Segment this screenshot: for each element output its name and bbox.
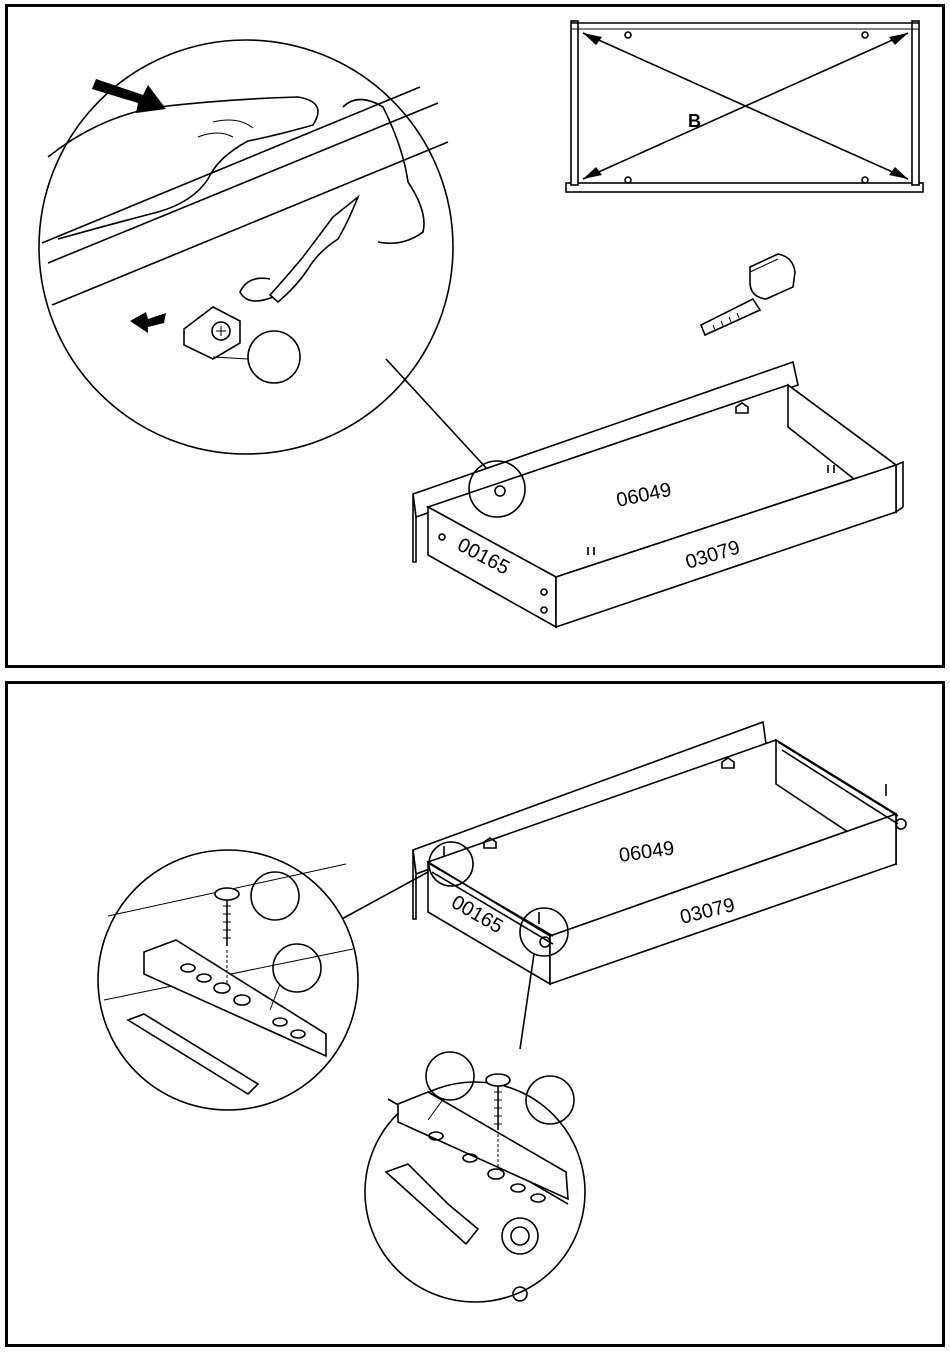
zoom-detail-left-screw bbox=[98, 850, 358, 1110]
screw-icon bbox=[215, 888, 239, 900]
diagonal-label: B bbox=[688, 111, 701, 131]
tape-measure-icon bbox=[701, 254, 795, 335]
zoom-detail-tighten-screw bbox=[39, 40, 488, 470]
step-top-illustration: B bbox=[8, 7, 942, 665]
drawer-assembly-with-runners: 06049 00165 03079 bbox=[413, 722, 906, 984]
step-panel-bottom: 06049 00165 03079 bbox=[5, 681, 945, 1347]
screw-icon bbox=[486, 1074, 510, 1086]
zoom-detail-right-screw bbox=[365, 1052, 585, 1302]
step-panel-top: B bbox=[5, 4, 945, 668]
step-bottom-illustration: 06049 00165 03079 bbox=[8, 684, 942, 1344]
drawer-assembly: 06049 00165 03079 bbox=[413, 362, 903, 627]
diagonal-check-diagram: B bbox=[566, 21, 923, 192]
